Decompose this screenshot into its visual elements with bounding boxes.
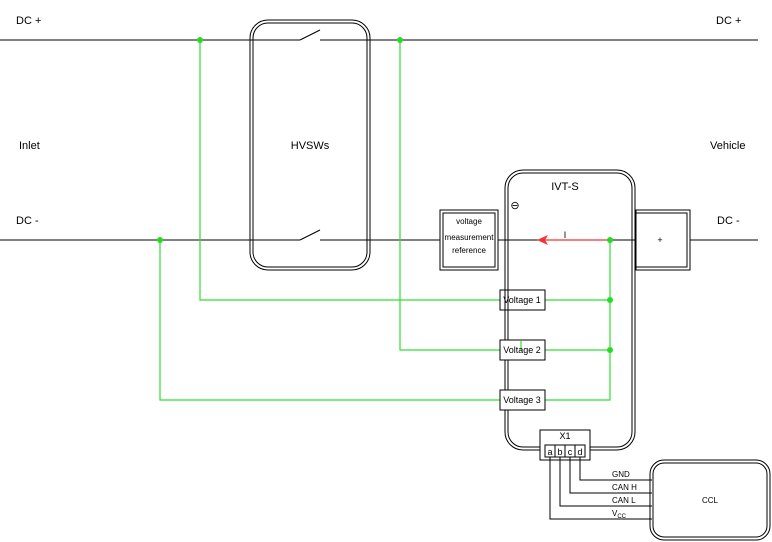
minus-symbol-icon: ⊖ <box>510 200 519 212</box>
hvsws-label: HVSWs <box>291 140 330 152</box>
voltage-1-label: Voltage 1 <box>503 295 541 305</box>
x1-label: X1 <box>559 431 570 441</box>
pin-d-label: d <box>577 447 582 457</box>
voltage-measurement-reference-box <box>439 209 499 271</box>
switch-dc-plus <box>299 29 321 41</box>
junction-dot <box>197 37 203 43</box>
vmr-line-3: reference <box>452 246 486 255</box>
dc-minus-right-label: DC - <box>717 215 740 227</box>
gnd-label: GND <box>612 470 630 479</box>
pin-c-label: c <box>568 447 573 457</box>
sense-wire-2 <box>399 40 500 351</box>
voltage-2-box <box>499 339 546 361</box>
sense-wire-1 <box>199 40 500 301</box>
vmr-line-1: voltage <box>456 217 482 226</box>
vmr-line-2: measurement <box>445 233 495 242</box>
hvsws-box <box>249 19 371 271</box>
inlet-label: Inlet <box>19 140 40 152</box>
ccl-box <box>649 459 771 541</box>
can-h-label: CAN H <box>612 483 637 492</box>
ivts-label: IVT-S <box>551 181 579 193</box>
junction-dot <box>607 347 613 353</box>
voltage-2-label: Voltage 2 <box>503 345 541 355</box>
junction-dot <box>157 237 163 243</box>
voltage-1-box <box>499 289 546 311</box>
voltage-3-label: Voltage 3 <box>503 395 541 405</box>
plus-terminal-label: + <box>657 235 662 245</box>
junction-dot <box>607 237 613 243</box>
switch-dc-minus <box>299 229 321 241</box>
can-h-wire <box>569 457 652 494</box>
sense-wire-3 <box>159 240 500 401</box>
current-label: I <box>564 230 567 240</box>
junction-dot <box>397 37 403 43</box>
pin-a-label: a <box>547 447 552 457</box>
can-l-label: CAN L <box>612 496 636 505</box>
vcc-main: V <box>612 509 618 518</box>
dc-plus-right-label: DC + <box>716 15 741 27</box>
ccl-label: CCL <box>702 496 719 505</box>
dc-plus-left-label: DC + <box>16 15 41 27</box>
plus-terminal-box <box>635 209 691 271</box>
current-arrow-head <box>537 235 548 245</box>
voltage-3-box <box>499 389 546 411</box>
junction-dot <box>607 297 613 303</box>
vcc-sub: CC <box>617 514 626 520</box>
gnd-wire <box>579 457 652 481</box>
vcc-wire <box>549 457 652 520</box>
can-l-wire <box>559 457 652 507</box>
dc-minus-left-label: DC - <box>16 215 39 227</box>
vehicle-label: Vehicle <box>710 140 745 152</box>
internal-sense-bus <box>545 240 611 401</box>
vcc-label: VCC <box>612 509 627 520</box>
pin-b-label: b <box>557 447 562 457</box>
